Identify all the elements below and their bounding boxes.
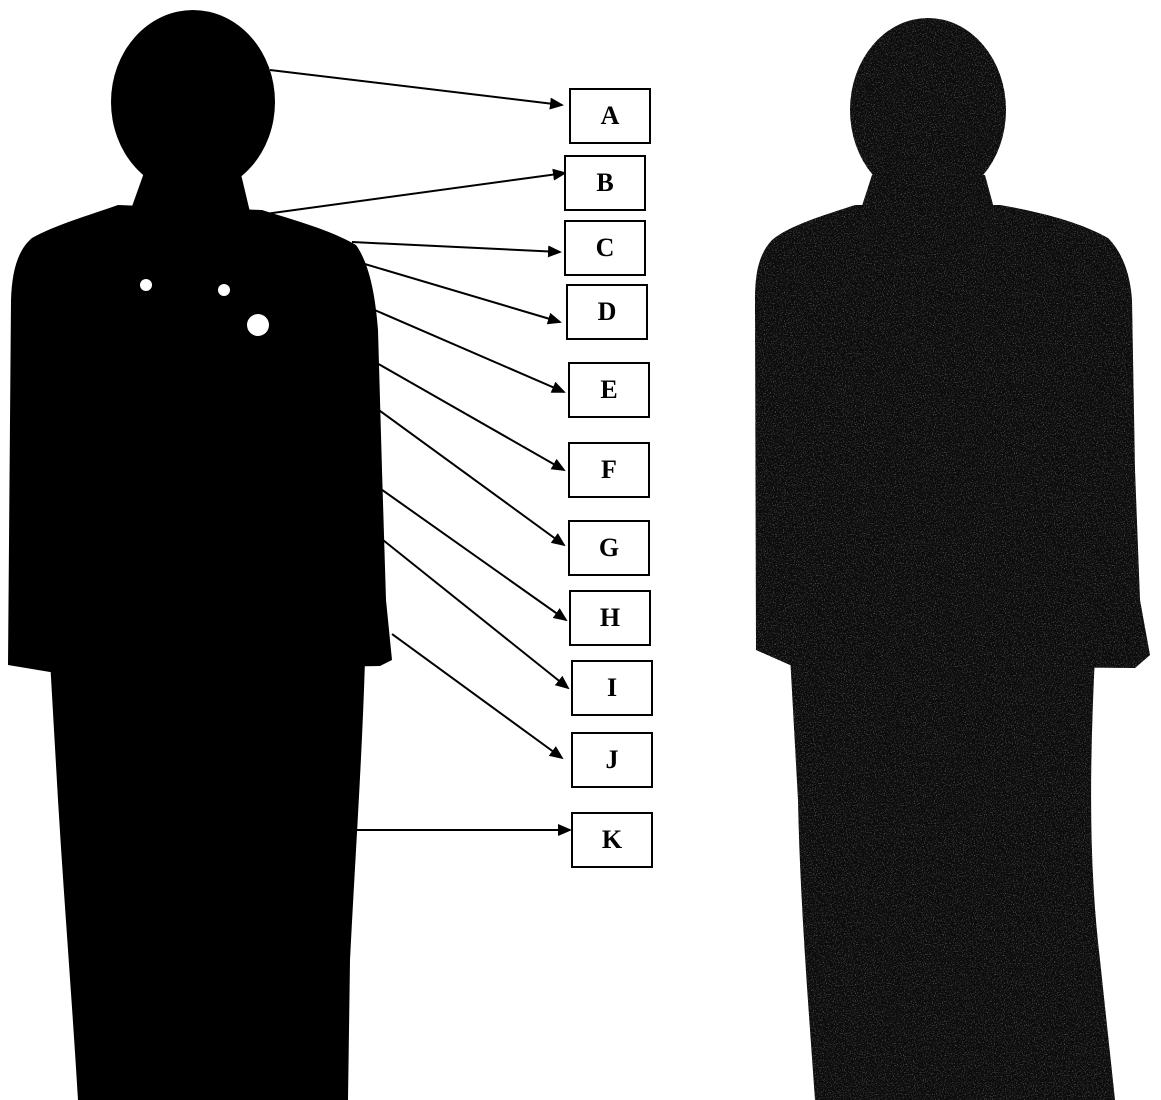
label-box-g: G: [568, 520, 650, 576]
label-box-k: K: [571, 812, 653, 868]
label-box-h: H: [569, 590, 651, 646]
back-silhouette: [755, 18, 1150, 1100]
back-skirt: [790, 655, 1115, 1100]
marker-hole: [247, 314, 269, 336]
marker-hole: [218, 284, 230, 296]
back-head: [850, 18, 1006, 202]
label-box-f: F: [568, 442, 650, 498]
arrow-i: [383, 540, 568, 688]
front-neck: [130, 170, 250, 212]
marker-hole: [140, 279, 152, 291]
label-box-e: E: [568, 362, 650, 418]
label-box-a: A: [569, 88, 651, 144]
label-box-i: I: [571, 660, 653, 716]
front-silhouette: [8, 10, 392, 1100]
label-box-d: D: [566, 284, 648, 340]
label-box-j: J: [571, 732, 653, 788]
arrow-b: [258, 173, 565, 215]
arrow-g: [376, 408, 564, 545]
front-jacket: [8, 205, 392, 672]
front-skirt: [50, 660, 365, 1100]
label-box-c: C: [564, 220, 646, 276]
front-head: [111, 10, 275, 194]
back-jacket: [755, 205, 1150, 668]
arrow-h: [378, 487, 566, 620]
arrow-a: [270, 70, 562, 105]
label-box-b: B: [564, 155, 646, 211]
arrow-j: [392, 634, 562, 758]
arrow-f: [375, 362, 564, 470]
arrow-e: [370, 308, 564, 392]
arrow-c: [352, 242, 560, 252]
arrow-d: [358, 262, 560, 322]
